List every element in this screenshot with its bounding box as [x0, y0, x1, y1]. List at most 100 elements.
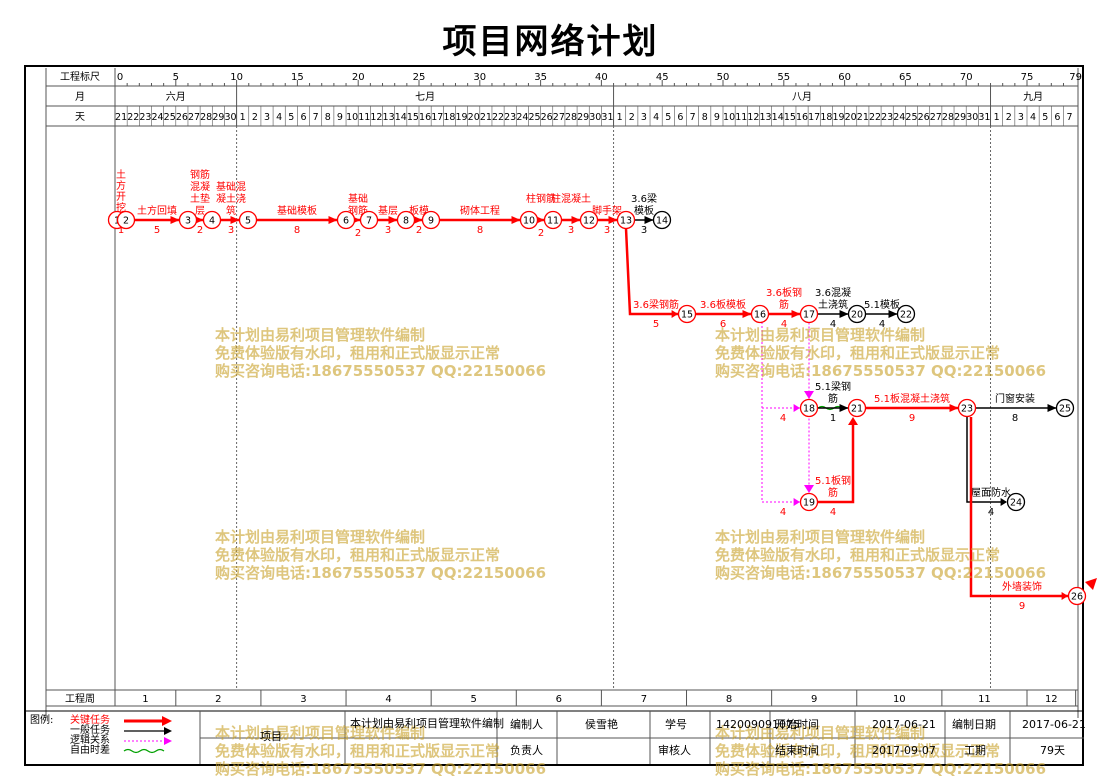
- task-label: 门窗安装: [995, 392, 1035, 405]
- legend-item: 逻辑关系: [70, 735, 110, 746]
- day-cell: 8: [702, 112, 708, 123]
- node-number: 2: [123, 216, 129, 227]
- watermark: 本计划由易利项目管理软件编制免费体验版有水印，租用和正式版显示正常购买咨询电话:…: [715, 326, 1046, 380]
- task-label: 开: [116, 192, 126, 203]
- day-cell: 24: [152, 112, 164, 123]
- month-cell: 八月: [792, 91, 812, 103]
- critical-task-arrow-head: [949, 404, 959, 412]
- dummy-duration: 4: [780, 507, 786, 518]
- node-number: 23: [961, 404, 973, 415]
- footer-leader-label: 负责人: [510, 744, 543, 757]
- node-number: 12: [583, 216, 595, 227]
- scale-tick: 70: [960, 72, 973, 83]
- node-circle: [750, 304, 770, 324]
- node-circle: [359, 210, 379, 230]
- watermark-line: 免费体验版有水印，租用和正式版显示正常: [715, 742, 1001, 760]
- task-label: 3.6板模板: [700, 298, 746, 311]
- day-cell: 25: [164, 112, 176, 123]
- day-cell: 25: [528, 112, 540, 123]
- node-number: 19: [803, 498, 815, 509]
- task-label: 土垫: [190, 192, 210, 205]
- day-cell: 22: [869, 112, 881, 123]
- day-cell: 15: [784, 112, 796, 123]
- day-cell: 12: [370, 112, 382, 123]
- watermark-line: 免费体验版有水印，租用和正式版显示正常: [215, 742, 501, 760]
- watermark-line: 免费体验版有水印，租用和正式版显示正常: [715, 546, 1001, 564]
- watermark-line: 免费体验版有水印，租用和正式版显示正常: [215, 344, 501, 362]
- watermark: 本计划由易利项目管理软件编制免费体验版有水印，租用和正式版显示正常购买咨询电话:…: [215, 724, 546, 778]
- scale-tick: 0: [117, 72, 123, 83]
- day-cell: 22: [492, 112, 504, 123]
- watermark: 本计划由易利项目管理软件编制免费体验版有水印，租用和正式版显示正常购买咨询电话:…: [715, 724, 1046, 778]
- node-circle: [543, 210, 563, 230]
- critical-task-arrow: [624, 228, 678, 316]
- task-label: 凝土浇: [216, 192, 246, 205]
- task-duration: 5: [154, 225, 160, 236]
- legend-swatches: [123, 716, 172, 754]
- critical-task-arrow-head: [671, 310, 678, 318]
- task-label: 板模: [409, 204, 429, 217]
- day-cell: 24: [893, 112, 905, 123]
- footer-project-value: 本计划由易利项目管理软件编制: [350, 717, 504, 730]
- node-circle: [957, 398, 977, 418]
- watermark-line: 本计划由易利项目管理软件编制: [215, 724, 426, 742]
- day-cell: 4: [653, 112, 659, 123]
- day-cell: 6: [300, 112, 306, 123]
- node-number: 5: [245, 216, 251, 227]
- scale-tick: 75: [1021, 72, 1034, 83]
- normal-task-arrow: [966, 417, 1006, 503]
- watermark-line: 本计划由易利项目管理软件编制: [215, 528, 426, 546]
- node-circle: [336, 210, 356, 230]
- critical-task-arrow: [818, 420, 855, 504]
- task-label: 5.1梁钢: [815, 380, 851, 393]
- node-circle: [847, 304, 867, 324]
- day-cell: 28: [200, 112, 212, 123]
- node-circle: [1006, 492, 1026, 512]
- task-label: 挖: [116, 201, 126, 214]
- critical-task-arrow: [969, 417, 1068, 598]
- logic-dummy-head: [793, 404, 800, 412]
- month-cell: 七月: [415, 91, 435, 103]
- day-cell: 13: [760, 112, 772, 123]
- day-cell: 29: [577, 112, 589, 123]
- task-duration: 3: [568, 225, 574, 236]
- task-duration: 4: [830, 319, 836, 330]
- day-label: 天: [75, 112, 85, 123]
- scale-tick: 10: [230, 72, 243, 83]
- watermark-line: 免费体验版有水印，租用和正式版显示正常: [715, 344, 1001, 362]
- node-circle: [1055, 398, 1075, 418]
- day-cell: 30: [589, 112, 601, 123]
- free-float-wave: [817, 405, 843, 411]
- footer-end-label: 结束时间: [775, 744, 819, 757]
- node-circle: [579, 210, 599, 230]
- task-duration: 2: [538, 228, 544, 239]
- task-label: 筋: [828, 392, 838, 405]
- week-cell: 2: [215, 694, 221, 705]
- node-number: 11: [547, 216, 559, 227]
- task-label: 基础: [348, 192, 368, 205]
- footer-duration-value: 79天: [1040, 744, 1065, 757]
- watermark-line: 免费体验版有水印，租用和正式版显示正常: [215, 546, 501, 564]
- node-number: 24: [1010, 498, 1022, 509]
- node-circle: [1067, 586, 1087, 606]
- day-cell: 21: [115, 112, 127, 123]
- footer-compile-value: 2017-06-21: [1022, 718, 1086, 731]
- footer-student-label: 学号: [665, 718, 687, 731]
- critical-task-arrow-head: [388, 216, 398, 224]
- node-circle: [652, 210, 672, 230]
- task-label: 混凝: [190, 181, 210, 193]
- node-circle: [178, 210, 198, 230]
- day-cell: 5: [288, 112, 294, 123]
- day-cell: 26: [541, 112, 553, 123]
- week-cell: 11: [978, 694, 991, 705]
- task-duration: 4: [781, 319, 787, 330]
- node-number: 4: [209, 216, 215, 227]
- legend-item: 关键任务: [70, 715, 110, 726]
- task-duration: 6: [720, 319, 726, 330]
- node-circle: [116, 210, 136, 230]
- node-circle: [519, 210, 539, 230]
- normal-task-arrow-head: [1000, 498, 1007, 506]
- watermark-line: 购买咨询电话:18675550537 QQ:22150066: [215, 760, 547, 778]
- day-cell: 26: [918, 112, 930, 123]
- dummy-duration: 4: [780, 413, 786, 424]
